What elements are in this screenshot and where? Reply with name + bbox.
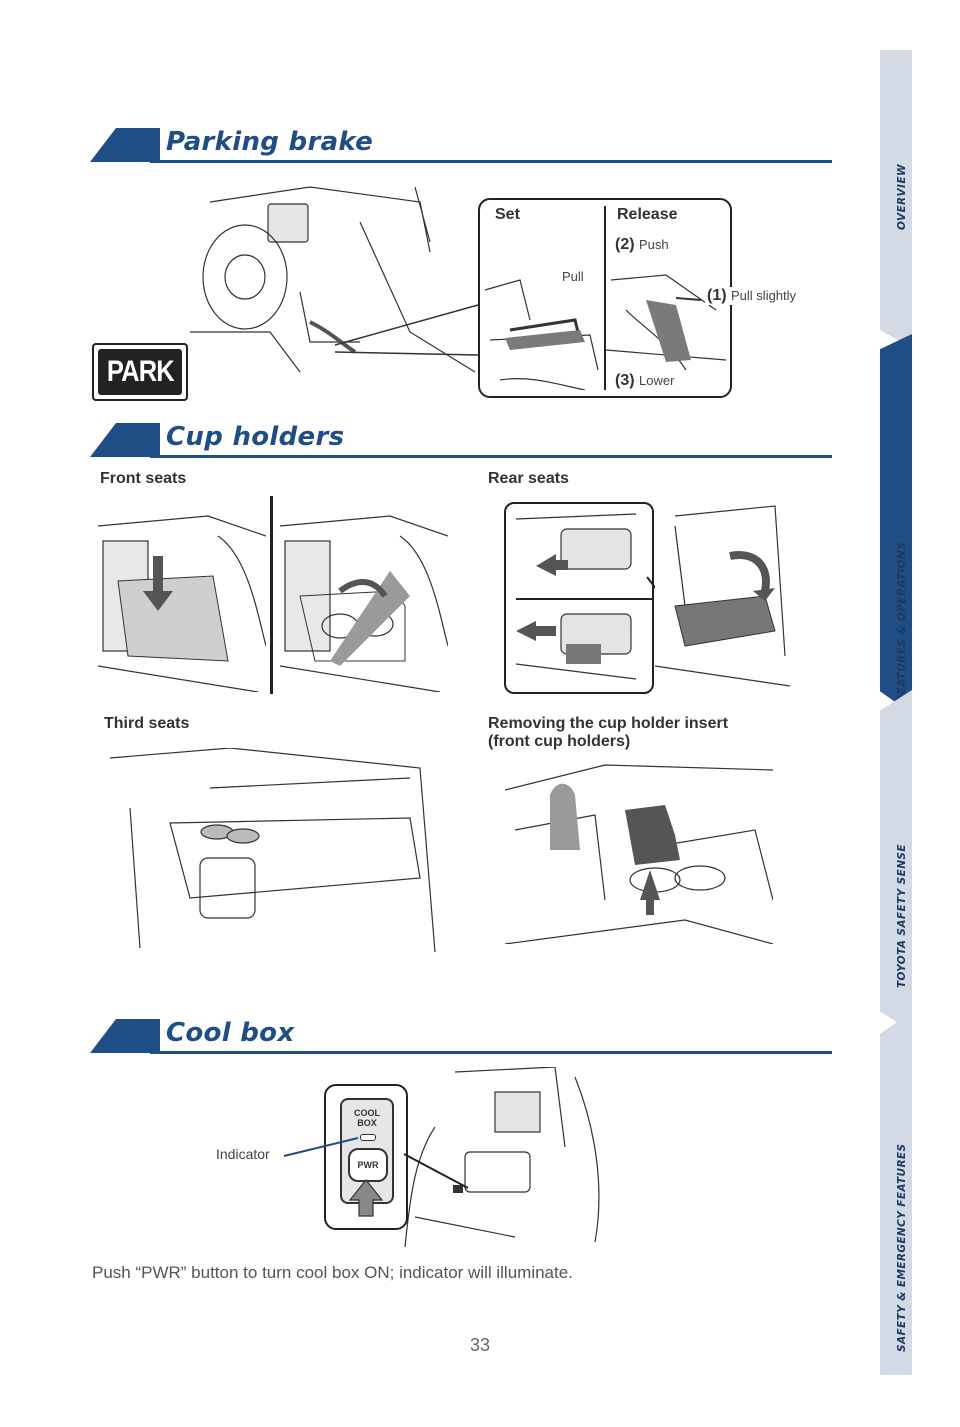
nav-label-overview: OVERVIEW — [896, 164, 908, 230]
step1-number: (1) — [707, 287, 727, 304]
nav-tab-toyota-safety-sense[interactable]: TOYOTA SAFETY SENSE — [880, 690, 912, 1032]
step1-label: (1) Pull slightly — [705, 287, 799, 305]
side-nav: OVERVIEW FEATURES & OPERATIONS TOYOTA SA… — [880, 50, 912, 1375]
cool-box-panel-label-line2: BOX — [357, 1118, 377, 1128]
indicator-label: Indicator — [216, 1146, 270, 1162]
page-number: 33 — [469, 1335, 491, 1355]
cool-box-callout-leader — [403, 1153, 469, 1189]
step3-text: Lower — [639, 373, 675, 388]
set-label: Set — [495, 206, 520, 223]
front-cup-holder-open-illustration — [280, 496, 448, 692]
indicator-leader-line — [283, 1137, 359, 1157]
rear-seat-armrest-illustration — [655, 496, 790, 692]
set-lever-illustration — [484, 279, 599, 390]
pull-label: Pull — [562, 269, 584, 284]
nav-label-features-operations: FEATURES & OPERATIONS — [896, 541, 908, 702]
set-release-callout: Set Release Pull (2) Push (3) Lower — [478, 198, 732, 398]
third-seats-label: Third seats — [104, 715, 190, 732]
callout-divider — [604, 206, 606, 390]
park-badge-inner: PARK — [98, 349, 182, 395]
nav-tab-features-operations[interactable]: FEATURES & OPERATIONS — [880, 334, 912, 714]
cool-box-panel-label-line1: COOL — [354, 1108, 380, 1118]
cool-box-pwr-button[interactable]: PWR — [348, 1148, 388, 1182]
cool-box-indicator-light — [360, 1134, 376, 1141]
parking-brake-title: Parking brake — [166, 127, 374, 157]
cool-box-caption: Push “PWR” button to turn cool box ON; i… — [92, 1263, 573, 1282]
third-seats-cup-holder-illustration — [110, 748, 440, 952]
cup-holders-header-tab — [90, 423, 160, 457]
front-cup-holder-closed-illustration — [98, 496, 266, 692]
front-seats-divider — [270, 496, 273, 694]
parking-brake-dashboard-illustration — [190, 182, 480, 374]
cool-box-header-rule — [150, 1051, 832, 1054]
park-badge-text: PARK — [106, 355, 175, 388]
cup-holders-title: Cup holders — [166, 422, 345, 452]
park-indicator-badge: PARK — [92, 343, 188, 401]
step3-number: (3) — [615, 372, 635, 389]
front-seats-label: Front seats — [100, 470, 187, 487]
step2-number: (2) — [615, 236, 635, 253]
nav-label-safety-emergency: SAFETY & EMERGENCY FEATURES — [896, 1143, 908, 1352]
step2-text: Push — [639, 237, 669, 252]
step3-label: (3) Lower — [615, 372, 674, 390]
rear-cup-holder-inset-box — [504, 502, 654, 694]
release-label: Release — [617, 206, 678, 223]
release-lever-illustration — [606, 274, 727, 371]
parking-brake-header-tab — [90, 128, 160, 162]
parking-brake-leader-lines — [334, 304, 479, 356]
step1-text: Pull slightly — [731, 288, 797, 303]
cool-box-header-tab — [90, 1019, 160, 1053]
cool-box-console-illustration — [395, 1067, 610, 1247]
rear-seats-label: Rear seats — [488, 470, 569, 487]
cup-holders-header-rule — [150, 455, 832, 458]
cool-box-button-callout: COOL BOX PWR — [324, 1084, 408, 1230]
nav-tab-overview[interactable]: OVERVIEW — [880, 50, 912, 348]
removing-insert-label-line1: Removing the cup holder insert — [488, 715, 729, 732]
step2-label: (2) Push — [615, 236, 669, 254]
cool-box-title: Cool box — [166, 1018, 295, 1048]
removing-insert-label-line2: (front cup holders) — [488, 733, 631, 750]
parking-brake-header-rule — [150, 160, 832, 163]
pwr-button-label: PWR — [357, 1160, 379, 1170]
nav-label-toyota-safety-sense: TOYOTA SAFETY SENSE — [896, 844, 908, 988]
nav-tab-safety-emergency[interactable]: SAFETY & EMERGENCY FEATURES — [880, 1012, 912, 1375]
removing-insert-illustration — [505, 760, 773, 944]
push-arrow-icon — [348, 1179, 384, 1217]
